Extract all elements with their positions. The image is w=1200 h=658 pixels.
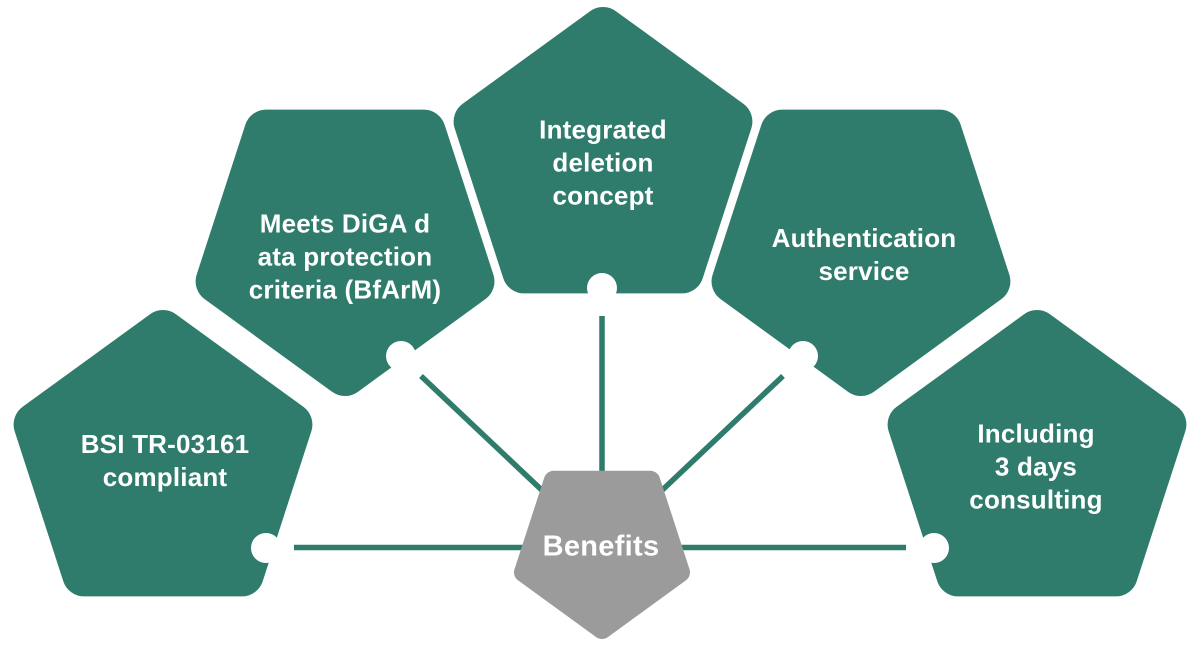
petal-shapes bbox=[13, 7, 1187, 597]
connector-dot-authentication bbox=[788, 341, 818, 371]
connector-dot-deletion bbox=[587, 273, 617, 303]
petal-shape-authentication bbox=[711, 109, 1011, 397]
petal-shape-consulting bbox=[887, 310, 1187, 597]
petal-shape-bsi-compliant bbox=[13, 310, 313, 597]
connector-dots bbox=[251, 273, 949, 563]
petal-shape-diga-criteria bbox=[195, 109, 495, 397]
connector-dot-diga bbox=[386, 341, 416, 371]
connector-dot-consulting bbox=[919, 533, 949, 563]
petal-shape-deletion-concept bbox=[453, 7, 753, 294]
center-pentagon-shape bbox=[514, 470, 690, 639]
connector-dot-bsi bbox=[251, 533, 281, 563]
